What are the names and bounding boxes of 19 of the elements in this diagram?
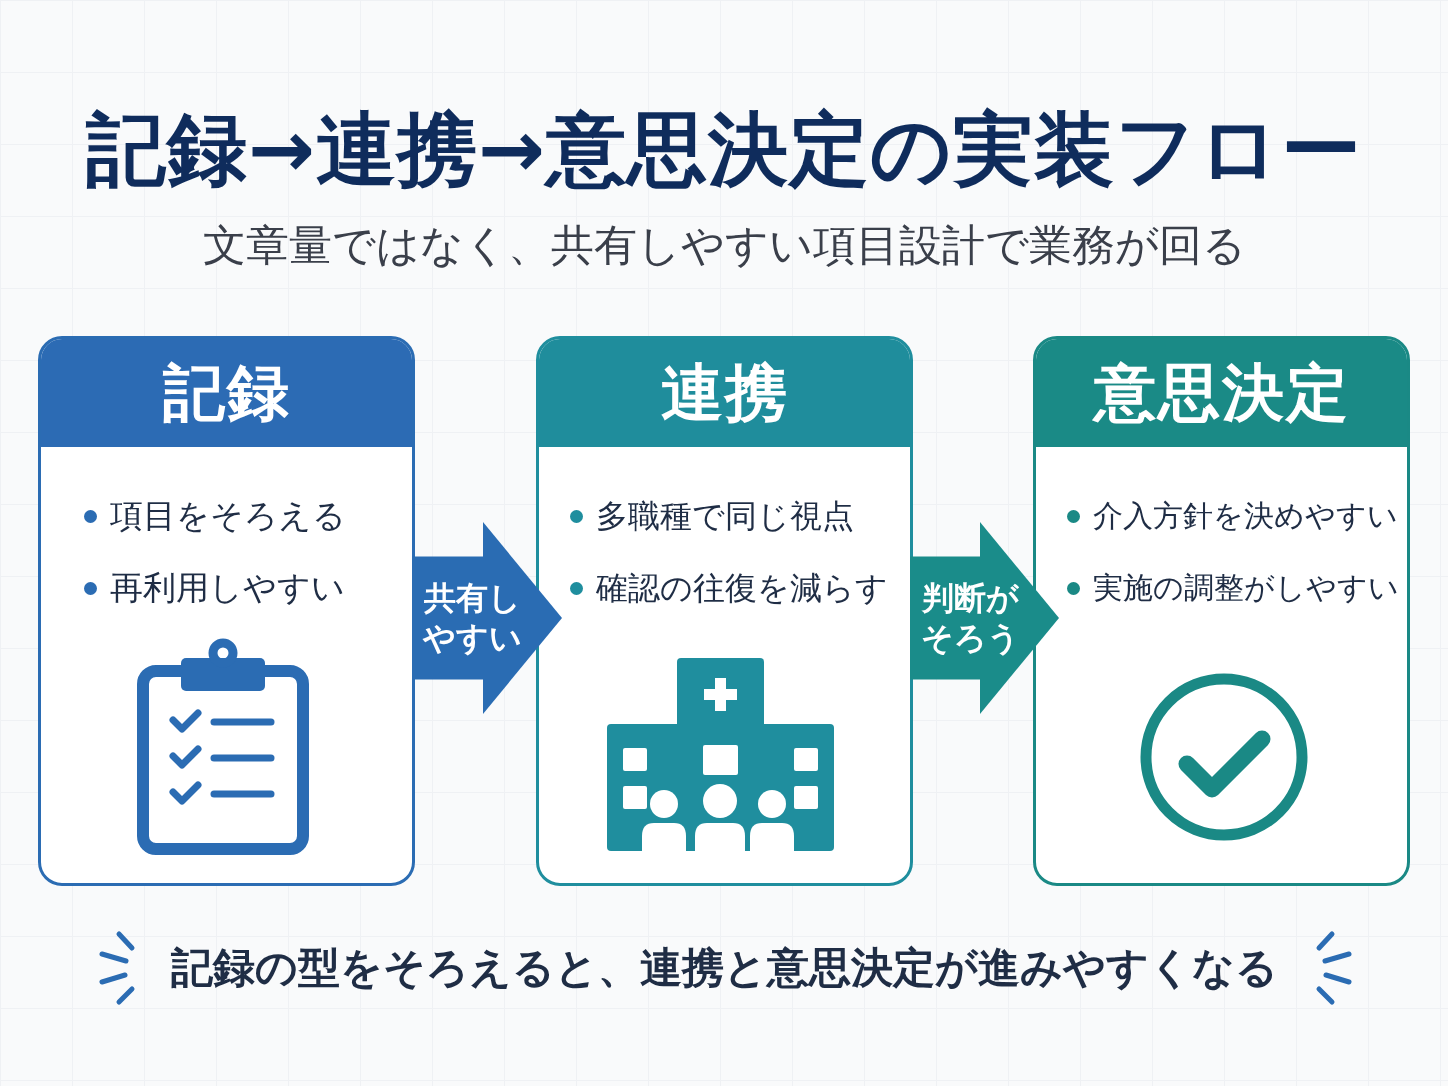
card-header: 連携: [539, 339, 910, 447]
card-header: 記録: [41, 339, 412, 447]
block-arrow: [910, 522, 1059, 714]
title: 記録→連携→意思決定の実装フロー: [84, 102, 1364, 198]
process-card: [38, 336, 415, 886]
edge-label: 共有しやすい: [421, 578, 523, 658]
process-card: [1033, 336, 1410, 886]
process-card: [536, 336, 913, 886]
list-item-text: 実施の調整がしやすい: [1093, 569, 1399, 607]
card-header: 意思決定: [1036, 339, 1407, 447]
list-item-text: 再利用しやすい: [110, 567, 345, 609]
list-item-text: 項目をそろえる: [110, 495, 346, 537]
caption: 記録の型をそろえると、連携と意思決定が進みやすくなる: [169, 943, 1279, 993]
list-item-text: 介入方針を決めやすい: [1093, 497, 1398, 535]
subtitle: 文章量ではなく、共有しやすい項目設計で業務が回る: [201, 220, 1247, 270]
list-item-text: 確認の往復を減らす: [596, 568, 888, 609]
edge-label: 判断がそろう: [919, 578, 1021, 658]
list-item-text: 多職種で同じ視点: [596, 496, 854, 537]
block-arrow: [412, 522, 562, 714]
